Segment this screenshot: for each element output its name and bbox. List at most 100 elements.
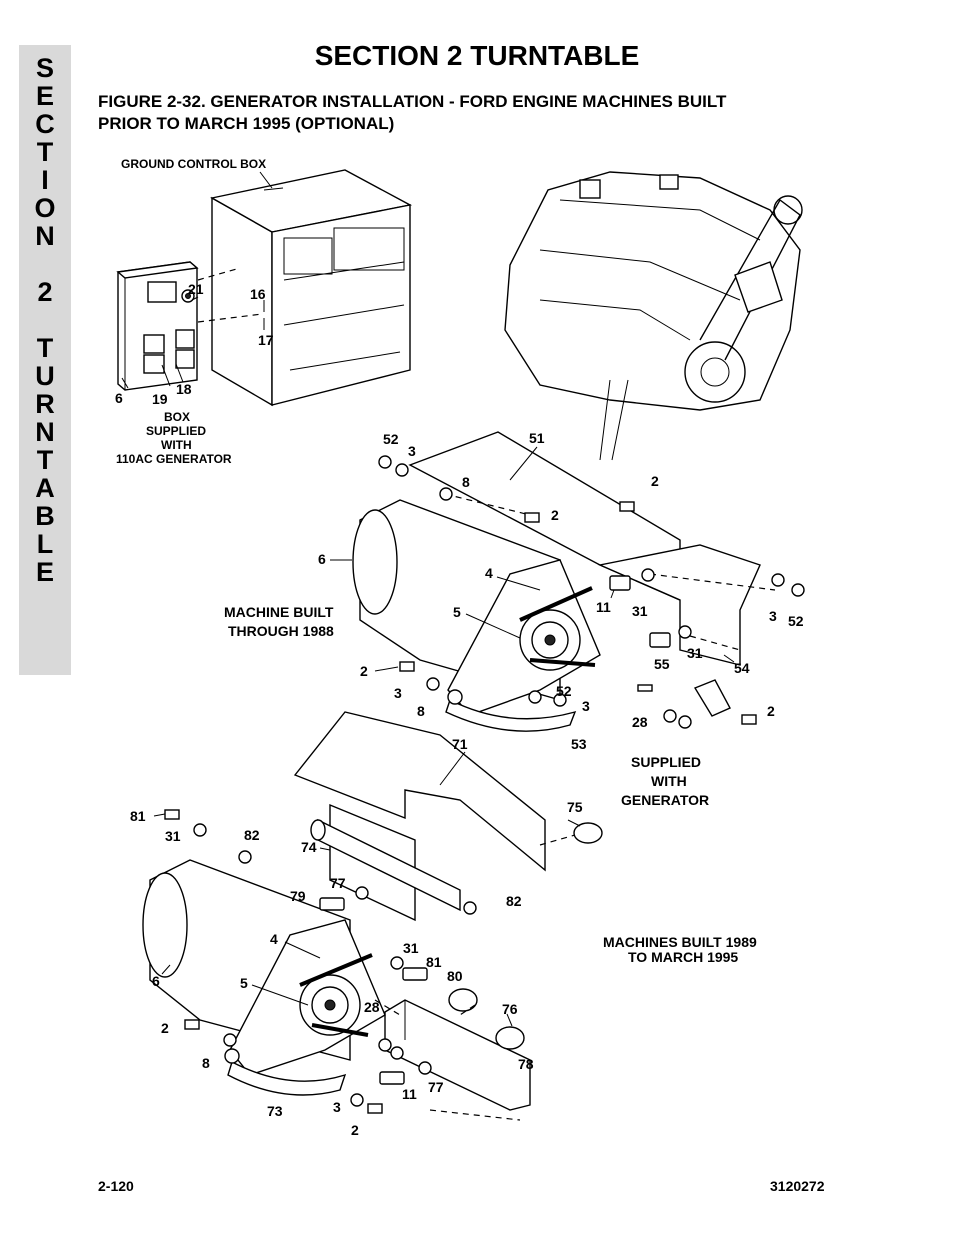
caption-supplied-with-generator: GENERATOR	[621, 792, 709, 808]
upper-generator-drawing	[352, 499, 601, 732]
callout: 4	[270, 931, 278, 947]
lower-generator-drawing	[142, 859, 521, 1121]
callout: 11	[596, 599, 611, 615]
side-letter: 2	[37, 277, 53, 307]
caption-box-supplied: SUPPLIED	[146, 424, 206, 438]
side-letter: B	[35, 501, 55, 531]
callout: 31	[632, 603, 648, 619]
callout: 53	[571, 736, 587, 752]
callout: 2	[351, 1122, 359, 1138]
callout: 55	[654, 656, 670, 672]
fastener-drawings	[164, 455, 805, 1114]
callout: 3	[333, 1099, 341, 1115]
callout: 31	[165, 828, 181, 844]
callout: 2	[551, 507, 559, 523]
side-letter: U	[35, 361, 55, 391]
side-letter: R	[35, 389, 55, 419]
callout: 3	[769, 608, 777, 624]
caption-machine-1988: MACHINE BUILT	[224, 604, 334, 620]
side-letter: T	[36, 137, 54, 167]
callout: 2	[360, 663, 368, 679]
section-side-tab: S E C T I O N 2 T U R N T A B L E	[19, 45, 71, 675]
callout: 18	[176, 381, 192, 397]
page-number: 2-120	[98, 1178, 134, 1194]
callout: 71	[452, 736, 468, 752]
callout: 80	[447, 968, 463, 984]
callout: 6	[318, 551, 326, 567]
callout: 78	[518, 1056, 534, 1072]
callout: 21	[188, 281, 204, 297]
caption-machines-1989: MACHINES BUILT 1989	[603, 934, 757, 950]
callout: 52	[383, 431, 399, 447]
callout: 74	[301, 839, 317, 855]
callout: 82	[244, 827, 260, 843]
side-letter: L	[36, 529, 54, 559]
callout: 28	[364, 999, 380, 1015]
figure-title-line: FIGURE 2-32. GENERATOR INSTALLATION - FO…	[98, 92, 727, 111]
callout: 76	[502, 1001, 518, 1017]
callout: 4	[485, 565, 493, 581]
callout: 6	[152, 973, 160, 989]
figure-title: FIGURE 2-32. GENERATOR INSTALLATION - FO…	[98, 91, 878, 135]
callout: 8	[417, 703, 425, 719]
callout: 28	[632, 714, 648, 730]
callout: 82	[506, 893, 522, 909]
upper-mount-bracket-drawing	[408, 431, 776, 717]
generator-outlet-box-drawing	[116, 261, 263, 391]
callout: 54	[734, 660, 750, 676]
callout: 16	[250, 286, 266, 302]
side-letter: O	[34, 193, 56, 223]
callout: 3	[408, 443, 416, 459]
callout: 31	[403, 940, 419, 956]
side-letter: N	[35, 417, 55, 447]
side-letter: N	[35, 221, 55, 251]
side-letter: E	[35, 557, 54, 587]
callout: 2	[767, 703, 775, 719]
callout: 8	[202, 1055, 210, 1071]
section-title: SECTION 2 TURNTABLE	[314, 40, 640, 71]
ford-engine-drawing	[504, 171, 803, 461]
side-letter: T	[36, 445, 54, 475]
callout: 75	[567, 799, 583, 815]
callout: 8	[462, 474, 470, 490]
callout: 17	[258, 332, 274, 348]
caption-machines-1989: TO MARCH 1995	[628, 949, 738, 965]
caption-box-supplied: BOX	[164, 410, 190, 424]
callout: 3	[582, 698, 590, 714]
callout: 31	[687, 645, 703, 661]
leader-lines	[121, 171, 735, 1027]
callout: 52	[788, 613, 804, 629]
side-letter: C	[35, 109, 55, 139]
side-letter: T	[36, 333, 54, 363]
callout: 81	[426, 954, 442, 970]
lower-mount-bracket-drawing	[293, 711, 603, 1111]
callout: 77	[428, 1079, 444, 1095]
callout: 51	[529, 430, 545, 446]
callout-numbers: 21 16 17 6 19 18 52 3 51 8 2 2 6 4 5 11 …	[115, 281, 804, 1138]
callout: 2	[161, 1020, 169, 1036]
ground-control-box-drawing	[210, 169, 413, 407]
callout: 5	[453, 604, 461, 620]
callout: 81	[130, 808, 146, 824]
callout: 6	[115, 390, 123, 406]
document-number: 3120272	[770, 1178, 825, 1194]
side-letter: S	[35, 53, 54, 83]
callout: 52	[556, 683, 572, 699]
side-letter: I	[41, 165, 49, 195]
caption-supplied-with-generator: SUPPLIED	[631, 754, 701, 770]
caption-machine-1988: THROUGH 1988	[228, 623, 334, 639]
caption-box-supplied: 110AC GENERATOR	[116, 452, 232, 466]
callout: 79	[290, 888, 306, 904]
side-letter: A	[35, 473, 55, 503]
callout: 3	[394, 685, 402, 701]
figure-title-line: PRIOR TO MARCH 1995 (OPTIONAL)	[98, 114, 395, 133]
callout: 19	[152, 391, 168, 407]
callout: 5	[240, 975, 248, 991]
caption-supplied-with-generator: WITH	[651, 773, 687, 789]
callout: 2	[651, 473, 659, 489]
callout: 11	[402, 1086, 417, 1102]
callout: 73	[267, 1103, 283, 1119]
caption-box-supplied: WITH	[161, 438, 192, 452]
side-letter: E	[35, 81, 54, 111]
